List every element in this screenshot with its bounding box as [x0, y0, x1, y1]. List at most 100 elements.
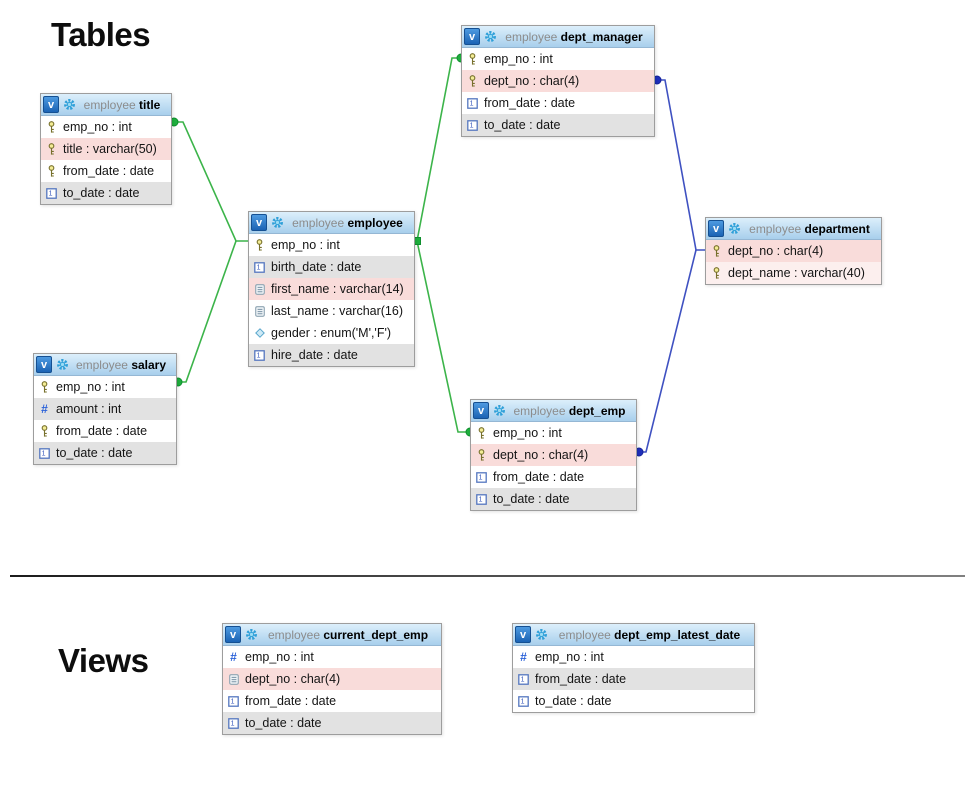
table-icon[interactable]: v: [515, 626, 531, 643]
column-row-last_name[interactable]: last_name : varchar(16): [249, 300, 414, 322]
text-icon: [227, 673, 240, 685]
date-icon: 1: [475, 493, 488, 505]
column-row-emp_no[interactable]: emp_no : int: [462, 48, 654, 70]
view-card-current_dept_emp[interactable]: v employee current_dept_emp # emp_no : int d…: [222, 623, 442, 735]
column-row-emp_no[interactable]: emp_no : int: [41, 116, 171, 138]
column-row-to_date[interactable]: 1 to_date : date: [471, 488, 636, 510]
column-row-dept_no[interactable]: dept_no : char(4): [706, 240, 881, 262]
column-row-title[interactable]: title : varchar(50): [41, 138, 171, 160]
table-name: salary: [127, 357, 167, 372]
column-text: gender : enum('M','F'): [271, 326, 392, 340]
column-row-from_date[interactable]: from_date : date: [41, 160, 171, 182]
column-row-hire_date[interactable]: 1 hire_date : date: [249, 344, 414, 366]
gear-icon[interactable]: [493, 404, 506, 417]
table-icon[interactable]: v: [225, 626, 241, 643]
date-icon: 1: [517, 695, 530, 707]
table-name: dept_emp_latest_date: [610, 627, 741, 642]
column-row-dept_no[interactable]: dept_no : char(4): [223, 668, 441, 690]
column-row-first_name[interactable]: first_name : varchar(14): [249, 278, 414, 300]
numeric-icon: #: [230, 650, 237, 664]
table-icon[interactable]: v: [251, 214, 267, 231]
column-row-emp_no[interactable]: emp_no : int: [249, 234, 414, 256]
section-divider: [10, 575, 965, 577]
svg-text:1: 1: [470, 100, 474, 107]
table-header[interactable]: v employee current_dept_emp: [223, 624, 441, 646]
gear-icon[interactable]: [535, 628, 548, 641]
gear-icon[interactable]: [728, 222, 741, 235]
column-row-emp_no[interactable]: #emp_no : int: [513, 646, 754, 668]
table-name: dept_emp: [565, 403, 626, 418]
table-header[interactable]: v employee dept_emp: [471, 400, 636, 422]
schema-name: employee: [513, 403, 566, 418]
primary-key-icon: [38, 424, 51, 438]
table-icon[interactable]: v: [36, 356, 52, 373]
svg-text:1: 1: [257, 352, 261, 359]
table-header[interactable]: v employee dept_manager: [462, 26, 654, 48]
numeric-icon: #: [520, 650, 527, 664]
table-icon[interactable]: v: [464, 28, 480, 45]
gear-icon[interactable]: [56, 358, 69, 371]
column-row-gender[interactable]: gender : enum('M','F'): [249, 322, 414, 344]
column-row-amount[interactable]: #amount : int: [34, 398, 176, 420]
column-text: dept_name : varchar(40): [728, 266, 865, 280]
primary-key-icon: [710, 244, 723, 258]
column-text: dept_no : char(4): [728, 244, 824, 258]
schema-name: employee: [267, 627, 320, 642]
column-text: from_date : date: [245, 694, 337, 708]
column-text: from_date : date: [63, 164, 155, 178]
table-header[interactable]: v employee department: [706, 218, 881, 240]
table-title: employee current_dept_emp: [262, 628, 438, 642]
column-text: emp_no : int: [245, 650, 314, 664]
table-title: employee dept_emp: [510, 404, 633, 418]
date-icon: 1: [475, 471, 488, 483]
enum-icon: [253, 328, 266, 338]
column-row-dept_no[interactable]: dept_no : char(4): [471, 444, 636, 466]
column-row-emp_no[interactable]: # emp_no : int: [223, 646, 441, 668]
gear-icon[interactable]: [63, 98, 76, 111]
table-title: employee department: [745, 222, 878, 236]
primary-key-icon: [45, 164, 58, 178]
gear-icon[interactable]: [484, 30, 497, 43]
column-row-emp_no[interactable]: emp_no : int: [471, 422, 636, 444]
table-icon[interactable]: v: [473, 402, 489, 419]
table-title: employee dept_manager: [501, 30, 651, 44]
text-icon: [253, 305, 266, 317]
column-row-dept_name[interactable]: dept_name : varchar(40): [706, 262, 881, 284]
table-card-department[interactable]: v employee department dept_no : char(4) dep…: [705, 217, 882, 285]
column-row-emp_no[interactable]: emp_no : int: [34, 376, 176, 398]
gear-icon[interactable]: [271, 216, 284, 229]
table-icon[interactable]: v: [43, 96, 59, 113]
column-row-dept_no[interactable]: dept_no : char(4): [462, 70, 654, 92]
column-text: to_date : date: [493, 492, 570, 506]
relation-salary.emp_no-to-employee.emp_no: [179, 240, 237, 383]
column-text: to_date : date: [245, 716, 322, 730]
column-row-from_date[interactable]: from_date : date: [34, 420, 176, 442]
relation-dept_manager.dept_no-to-department.dept_no: [659, 79, 705, 251]
column-text: title : varchar(50): [63, 142, 157, 156]
table-icon[interactable]: v: [708, 220, 724, 237]
column-text: hire_date : date: [271, 348, 358, 362]
primary-key-icon: [710, 266, 723, 280]
gear-icon[interactable]: [245, 628, 258, 641]
